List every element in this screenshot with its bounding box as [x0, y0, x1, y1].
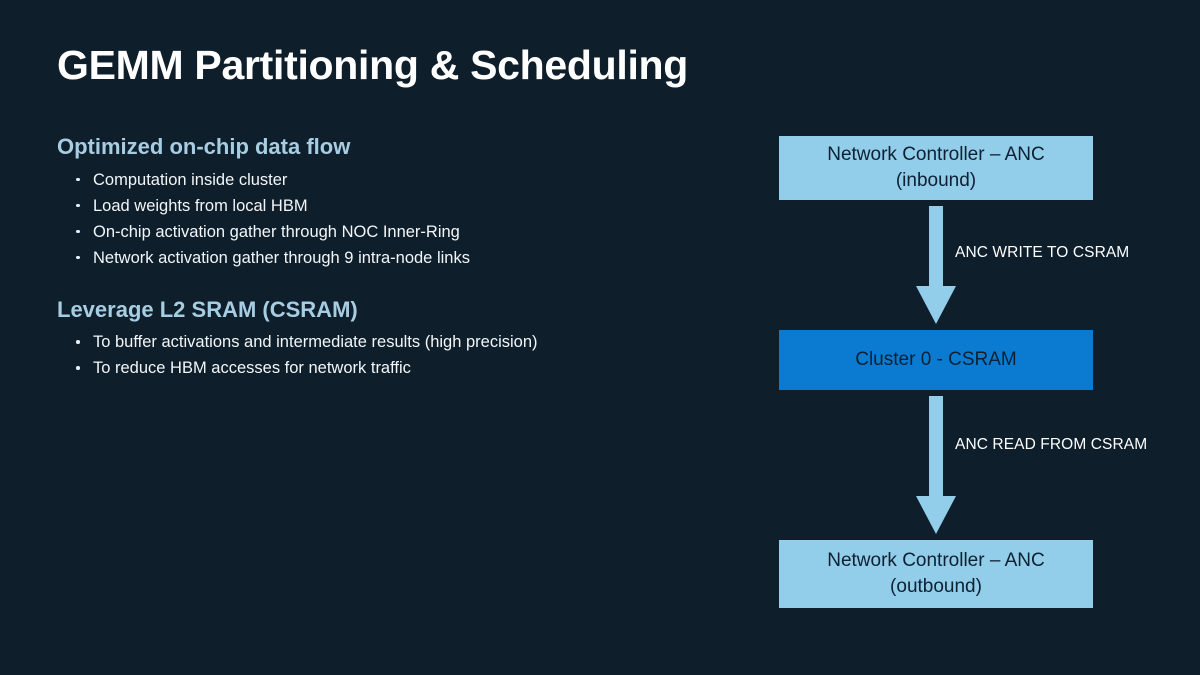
list-item-label: To reduce HBM accesses for network traff…: [93, 359, 411, 377]
content-column: Optimized on-chip data flow Computation …: [57, 133, 697, 397]
flow-box-line-1: Network Controller – ANC: [827, 144, 1045, 165]
list-item: To reduce HBM accesses for network traff…: [57, 355, 697, 381]
bullet-dot-icon: [76, 255, 80, 259]
arrow-down-write-icon: [905, 206, 967, 324]
bullet-list: Computation inside cluster Load weights …: [57, 167, 697, 271]
flow-box-line-1: Network Controller – ANC: [827, 550, 1045, 571]
arrow-label-read: ANC READ FROM CSRAM: [955, 436, 1148, 453]
bullet-dot-icon: [76, 203, 80, 207]
bullet-dot-icon: [76, 229, 80, 233]
bullet-dot-icon: [76, 177, 80, 181]
flow-box-line-2: (outbound): [890, 576, 982, 597]
list-item-label: To buffer activations and intermediate r…: [93, 333, 538, 351]
page-title: GEMM Partitioning & Scheduling: [57, 42, 689, 88]
flow-box-network-controller-outbound: Network Controller – ANC (outbound): [779, 540, 1093, 608]
section-heading: Leverage L2 SRAM (CSRAM): [57, 296, 358, 322]
section-leverage-l2-sram: Leverage L2 SRAM (CSRAM) To buffer activ…: [57, 296, 697, 382]
flow-box-cluster-0-csram: Cluster 0 - CSRAM: [779, 330, 1093, 390]
section-optimized-data-flow: Optimized on-chip data flow Computation …: [57, 133, 697, 271]
list-item: To buffer activations and intermediate r…: [57, 329, 697, 355]
list-item-label: Network activation gather through 9 intr…: [93, 248, 470, 267]
list-item-label: Load weights from local HBM: [93, 196, 308, 215]
arrow-label-write: ANC WRITE TO CSRAM: [955, 244, 1130, 261]
flow-box-line-2: (inbound): [895, 170, 977, 191]
flow-box-line-1: Cluster 0 - CSRAM: [855, 349, 1017, 370]
list-item: Load weights from local HBM: [57, 193, 697, 219]
list-item: Network activation gather through 9 intr…: [57, 245, 697, 271]
section-heading: Optimized on-chip data flow: [57, 134, 351, 159]
list-item-label: On-chip activation gather through NOC In…: [93, 222, 460, 241]
bullet-dot-icon: [76, 340, 80, 344]
arrow-down-read-icon: [905, 396, 967, 534]
flow-box-network-controller-inbound: Network Controller – ANC (inbound): [779, 136, 1093, 200]
list-item: Computation inside cluster: [57, 167, 697, 193]
bullet-dot-icon: [76, 366, 80, 370]
bullet-list: To buffer activations and intermediate r…: [57, 329, 697, 381]
list-item-label: Computation inside cluster: [93, 170, 288, 189]
list-item: On-chip activation gather through NOC In…: [57, 219, 697, 245]
flow-diagram: Network Controller – ANC (inbound) ANC W…: [779, 136, 1147, 608]
